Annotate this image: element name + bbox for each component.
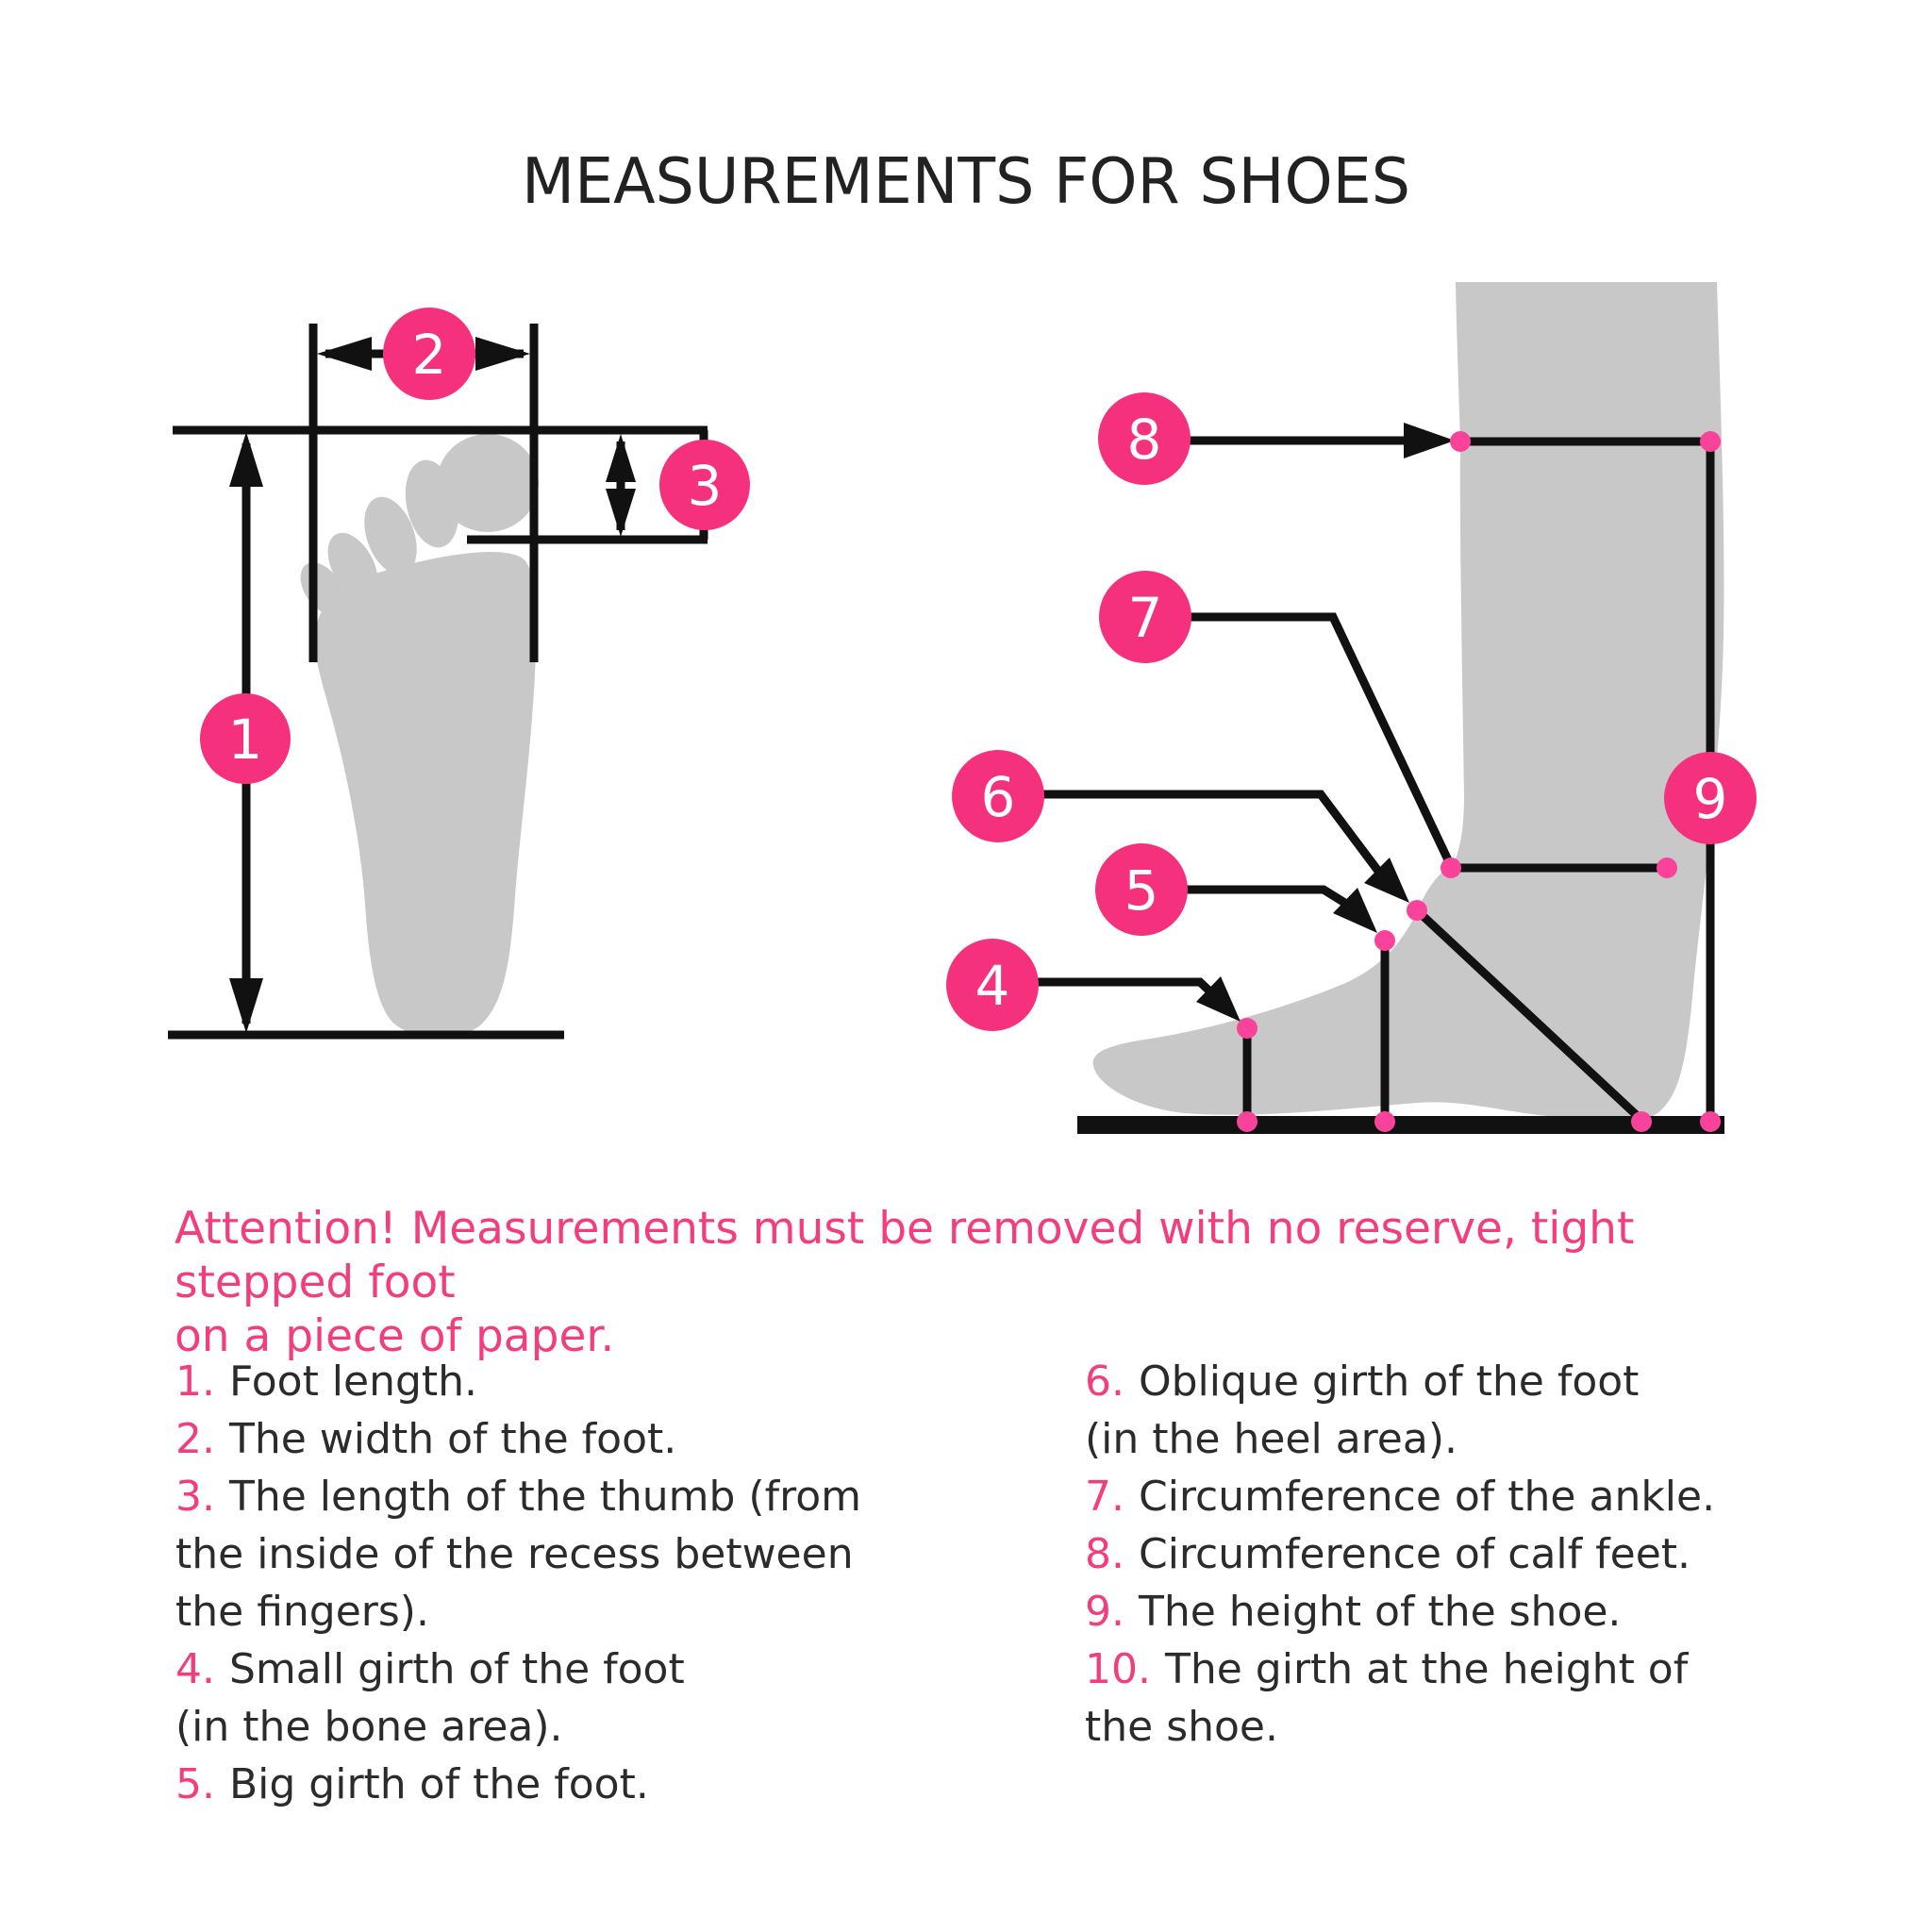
arrow-8-head <box>1404 423 1455 458</box>
badge-7: 7 <box>1099 571 1191 663</box>
legend-item-6-text: Oblique girth of the foot <box>1138 1357 1640 1406</box>
ground-bar <box>1077 1116 1724 1134</box>
badge-6: 6 <box>952 750 1044 842</box>
calf-dot-right <box>1700 431 1721 452</box>
legend-item-10: 10. The girth at the height of <box>1085 1641 1840 1698</box>
attention-line-2: on a piece of paper. <box>175 1310 615 1362</box>
legend-item-4-num: 4. <box>175 1645 215 1693</box>
instep-dot <box>1407 900 1427 921</box>
badge-8: 8 <box>1098 392 1191 485</box>
legend-item-2: 2. The width of the foot. <box>175 1410 1043 1468</box>
badge-1-label: 1 <box>228 708 263 772</box>
legend-item-4: 4. Small girth of the foot <box>175 1641 1043 1698</box>
oblique-girth-line <box>1413 907 1645 1124</box>
foot-top-silhouette <box>314 552 537 1039</box>
ground-dot-heel <box>1631 1111 1652 1132</box>
badge-2: 2 <box>383 308 475 400</box>
toe-2 <box>405 459 459 548</box>
legend-item-9-num: 9. <box>1085 1588 1124 1636</box>
arrow-6-head <box>1364 858 1409 903</box>
legend-item-7-num: 7. <box>1085 1473 1124 1521</box>
legend-item-3-text: The length of the thumb (from <box>228 1473 861 1521</box>
badge-9-label: 9 <box>1693 767 1728 831</box>
legend-item-3-cont-2: the fingers). <box>175 1588 429 1636</box>
legend-item-10-text: The girth at the height of <box>1164 1645 1689 1693</box>
legend-item-2-text: The width of the foot. <box>228 1415 677 1463</box>
legend-item-1: 1. Foot length. <box>175 1353 1043 1410</box>
legend-item-5: 5. Big girth of the foot. <box>175 1756 1043 1813</box>
measure-dots <box>1237 431 1721 1132</box>
ankle-leader-line <box>1191 612 1456 868</box>
legend-item-1-text: Foot length. <box>228 1357 478 1406</box>
arrow-1-down-head <box>229 978 263 1033</box>
oblique-leader-line <box>1043 790 1384 876</box>
arrow-3-up-head <box>606 434 636 482</box>
badge-6-label: 6 <box>981 765 1016 829</box>
badge-8-label: 8 <box>1127 408 1162 472</box>
badge-1: 1 <box>200 693 291 784</box>
big-girth-leader-line <box>1187 885 1354 910</box>
badge-5: 5 <box>1095 843 1188 936</box>
legend-column-left: 1.Foot length. 2.The width of the foot. … <box>175 1353 1043 1813</box>
legend-item-6: 6. Oblique girth of the foot <box>1085 1353 1840 1410</box>
legend-item-3-cont-1: the inside of the recess between <box>175 1530 854 1578</box>
arrow-5-head <box>1333 888 1377 933</box>
arrow-3-down-head <box>606 489 636 537</box>
ground-dot-right <box>1700 1111 1721 1132</box>
legend-item-8-text: Circumference of calf feet. <box>1138 1530 1691 1578</box>
legend-item-8: 8. Circumference of calf feet. <box>1085 1525 1840 1583</box>
attention-note: Attention! Measurements must be removed … <box>175 1202 1778 1363</box>
small-girth-leader-line <box>1038 977 1220 1001</box>
ankle-dot-left <box>1441 858 1461 878</box>
legend-column-right: 6. Oblique girth of the foot (in the heel… <box>1085 1353 1840 1756</box>
legend-item-10-num: 10. <box>1085 1645 1151 1693</box>
badge-4-label: 4 <box>975 954 1010 1018</box>
legend-item-4-cont-1: (in the bone area). <box>175 1703 563 1751</box>
legend-item-1-num: 1. <box>175 1357 215 1406</box>
ground-dot-1 <box>1237 1111 1257 1132</box>
legend-item-3-num: 3. <box>175 1473 215 1521</box>
small-girth-dot <box>1237 1018 1257 1039</box>
attention-line-1: Attention! Measurements must be removed … <box>175 1203 1635 1308</box>
legend-item-6-num: 6. <box>1085 1357 1124 1406</box>
foot-top-view-diagram: 1 2 3 <box>168 308 750 1040</box>
page-title: MEASUREMENTS FOR SHOES <box>522 143 1410 218</box>
legend-item-8-num: 8. <box>1085 1530 1124 1578</box>
ground-dot-2 <box>1374 1111 1395 1132</box>
legend-item-4-text: Small girth of the foot <box>228 1645 685 1693</box>
arrow-2-left-head <box>317 337 372 371</box>
badge-2-label: 2 <box>412 323 447 387</box>
ankle-dot-right <box>1657 858 1677 878</box>
legend-item-9: 9. The height of the shoe. <box>1085 1583 1840 1641</box>
legend-item-5-num: 5. <box>175 1760 215 1808</box>
arrow-1-up-head <box>229 432 263 487</box>
toe-4 <box>327 532 378 600</box>
foot-side-view-diagram: 4 5 6 7 8 9 <box>946 282 1757 1134</box>
big-toe <box>437 434 539 532</box>
badge-5-label: 5 <box>1124 858 1159 923</box>
badge-3: 3 <box>659 440 750 530</box>
badge-7-label: 7 <box>1128 586 1163 650</box>
legend-item-5-text: Big girth of the foot. <box>228 1760 649 1808</box>
toe-3 <box>364 496 417 575</box>
legend-item-7: 7. Circumference of the ankle. <box>1085 1468 1840 1525</box>
legend-item-9-text: The height of the shoe. <box>1138 1588 1622 1636</box>
arrow-4-head <box>1196 976 1241 1022</box>
badge-9: 9 <box>1664 752 1757 844</box>
arrow-2-right-head <box>475 337 530 371</box>
legend-item-6-cont-1: (in the heel area). <box>1085 1415 1457 1463</box>
legend-item-10-cont-1: the shoe. <box>1085 1703 1278 1751</box>
badge-3-label: 3 <box>688 454 723 518</box>
leg-side-silhouette <box>1092 282 1724 1122</box>
legend-item-2-num: 2. <box>175 1415 215 1463</box>
calf-dot-left <box>1450 431 1471 452</box>
badge-4: 4 <box>946 939 1039 1031</box>
big-girth-dot <box>1374 930 1395 951</box>
legend-item-7-text: Circumference of the ankle. <box>1138 1473 1716 1521</box>
legend-item-3: 3. The length of the thumb (from <box>175 1468 1043 1525</box>
